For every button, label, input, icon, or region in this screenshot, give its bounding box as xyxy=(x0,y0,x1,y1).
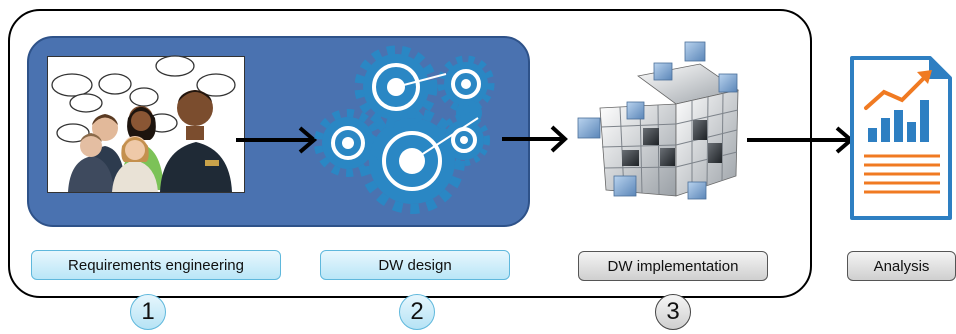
step-number-2: 2 xyxy=(399,294,435,330)
step-label-analysis: Analysis xyxy=(847,251,956,281)
arrow-right-icon xyxy=(747,126,855,154)
arrow-right-icon xyxy=(502,125,568,153)
step-label-dw-implementation: DW implementation xyxy=(578,251,768,281)
analysis-report-icon xyxy=(850,56,952,220)
step-label-requirements: Requirements engineering xyxy=(31,250,281,280)
step-label-dw-design: DW design xyxy=(320,250,510,280)
arrow-right-icon xyxy=(236,126,318,154)
step-number-1: 1 xyxy=(130,294,166,330)
data-cube-icon xyxy=(577,41,739,200)
step-number-3: 3 xyxy=(655,294,691,330)
gears-icon xyxy=(314,45,495,214)
people-talking-icon xyxy=(51,55,236,192)
